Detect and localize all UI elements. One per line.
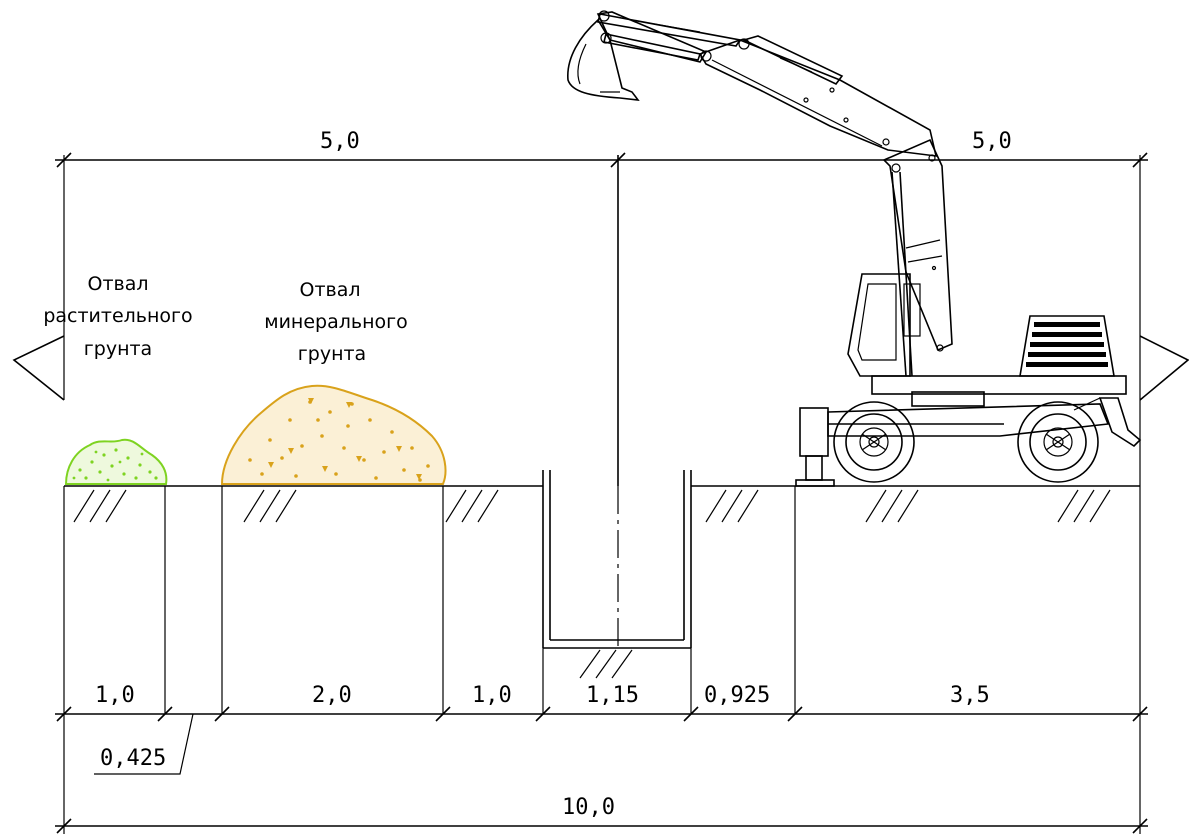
dim-seg-2: 2,0: [312, 683, 352, 708]
trench-bottom-hatch: [579, 649, 633, 679]
dim-seg-1: 1,0: [95, 683, 135, 708]
mineral-label-line3: грунта: [298, 343, 366, 365]
topsoil-label-line2: растительного: [43, 305, 192, 327]
dim-seg-35: 3,5: [950, 683, 990, 708]
excavator-boom: [882, 138, 953, 377]
extension-lines: [63, 400, 1141, 834]
dim-top-left: 5,0: [320, 129, 360, 154]
excavator-arm: [698, 38, 938, 157]
excavator-engine-housing: [1019, 315, 1115, 377]
excavator: [567, 10, 1142, 487]
dim-seg-0925: 0,925: [704, 683, 770, 708]
right-level-marker: [1139, 335, 1189, 401]
dim-top-right: 5,0: [972, 129, 1012, 154]
excavator-front-wheel: [833, 401, 915, 483]
mineral-label-line1: Отвал: [299, 279, 360, 301]
topsoil-label-line3: грунта: [84, 338, 152, 360]
dim-seg-trench: 1,15: [586, 683, 639, 708]
leader-0425: [94, 713, 194, 775]
excavator-rear-wheel: [1017, 401, 1099, 483]
trench: [542, 470, 692, 679]
dim-seg-3: 1,0: [472, 683, 512, 708]
topsoil-label-line1: Отвал: [87, 273, 148, 295]
mineral-label-line2: минерального: [264, 311, 408, 333]
total-dimension-line: [55, 818, 1148, 834]
excavator-cylinders: [597, 13, 844, 86]
bottom-dimension-line: [55, 706, 1148, 722]
dim-total: 10,0: [562, 795, 615, 820]
excavator-chassis: [827, 375, 1127, 437]
ground-hatching: [73, 489, 1111, 523]
excavator-cab: [847, 273, 921, 377]
left-level-marker: [12, 335, 65, 401]
topsoil-spoil-heap: [64, 438, 168, 485]
top-dimension-line: [55, 152, 1148, 486]
dim-seg-0425: 0,425: [100, 746, 166, 771]
mineral-spoil-heap: [220, 384, 447, 485]
excavator-bucket: [567, 18, 640, 101]
